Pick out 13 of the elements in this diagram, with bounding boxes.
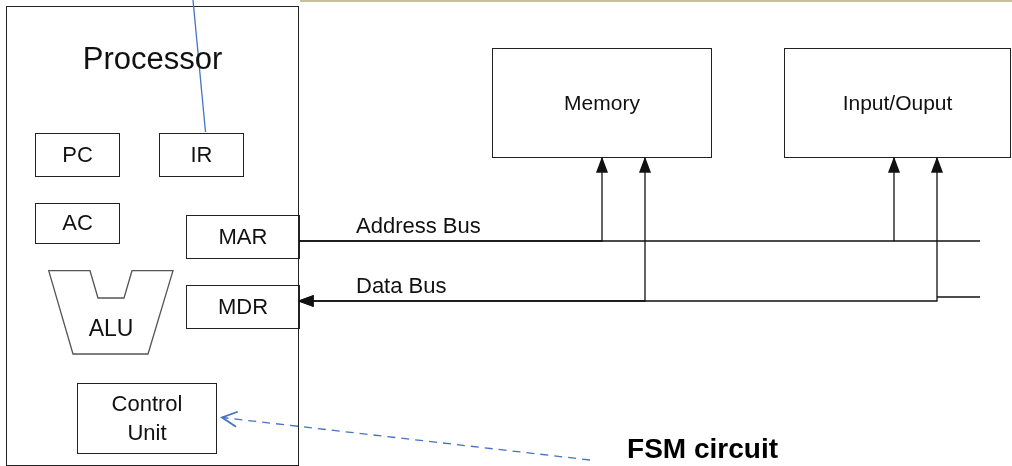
processor-title: Processor bbox=[81, 40, 224, 78]
alu-label: ALU bbox=[87, 314, 135, 343]
register-box: Control Unit bbox=[77, 383, 217, 454]
fsm-label: FSM circuit bbox=[588, 432, 778, 466]
component-box: Memory bbox=[492, 48, 712, 158]
register-box: AC bbox=[35, 203, 120, 244]
component-box: Input/Ouput bbox=[784, 48, 1011, 158]
register-box: IR bbox=[159, 133, 244, 177]
register-box: MDR bbox=[186, 285, 300, 329]
register-box: MAR bbox=[186, 215, 300, 259]
register-box: PC bbox=[35, 133, 120, 177]
processor-box bbox=[6, 6, 299, 466]
alu-trapezoid bbox=[48, 270, 174, 355]
